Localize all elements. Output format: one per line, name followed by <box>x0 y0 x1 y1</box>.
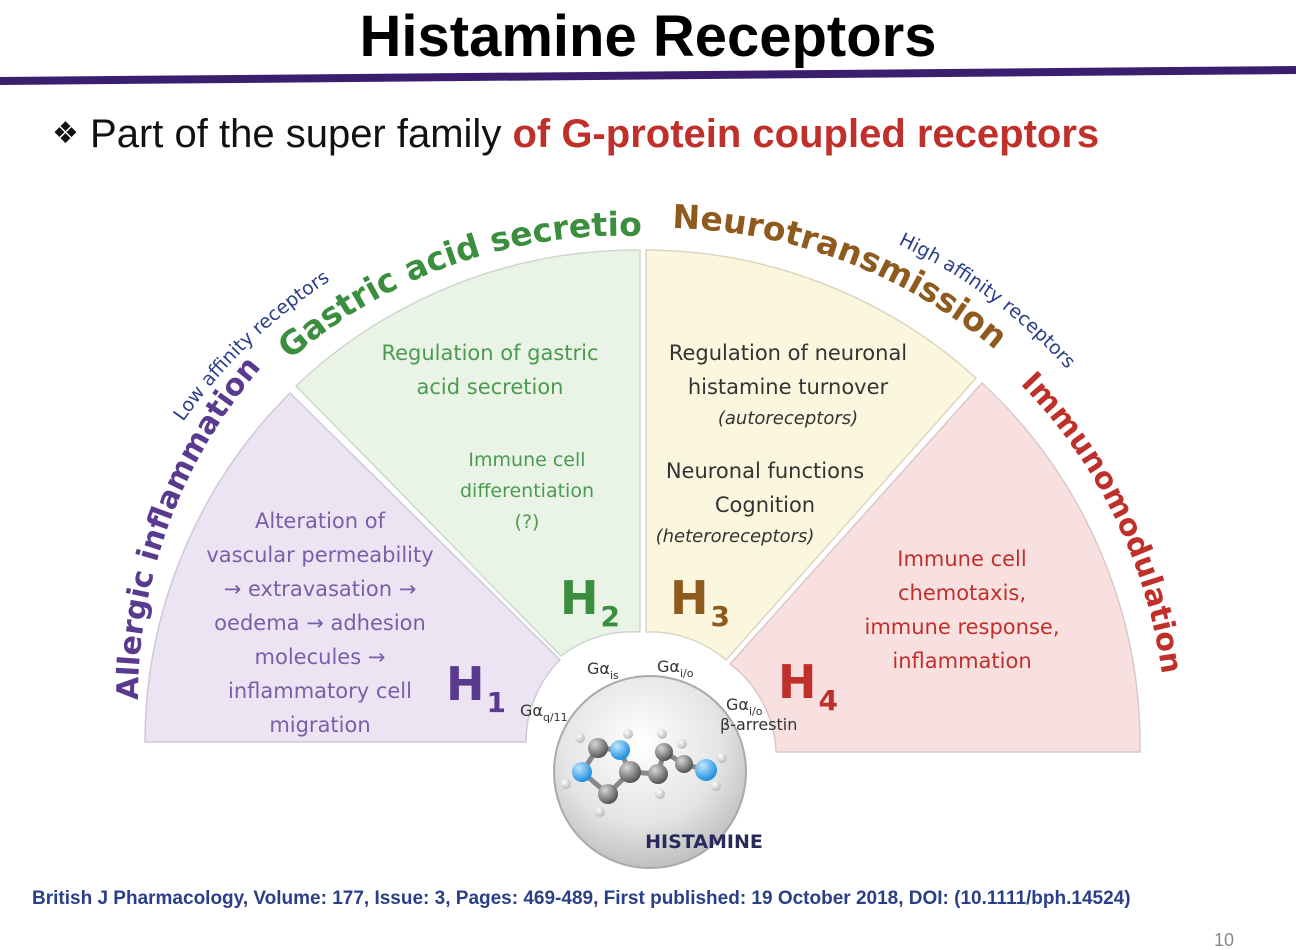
svg-text:Alteration of: Alteration of <box>255 509 386 533</box>
bullet-highlight: of G-protein coupled receptors <box>512 112 1100 156</box>
svg-text:molecules →: molecules → <box>255 645 386 669</box>
svg-text:oedema → adhesion: oedema → adhesion <box>214 611 426 635</box>
h1-gprotein: Gαq/11 <box>520 701 568 724</box>
title-divider <box>0 66 1296 85</box>
svg-text:(?): (?) <box>515 511 540 533</box>
h4-sector <box>728 381 1141 753</box>
gprotein-labels: Gαq/11 Gαis Gαi/o Gαi/o β-arrestin <box>520 657 797 734</box>
histamine-label: HISTAMINE <box>645 831 763 853</box>
h3-gprotein: Gαi/o <box>657 657 694 680</box>
h3-sector <box>645 249 978 662</box>
histamine-molecule-icon <box>561 729 727 817</box>
svg-text:Regulation of neuronal: Regulation of neuronal <box>669 341 907 365</box>
h2-sector <box>294 249 641 658</box>
svg-text:(heteroreceptors): (heteroreceptors) <box>656 526 815 547</box>
svg-text:histamine turnover: histamine turnover <box>688 375 889 399</box>
h4-receptor-label: H4 <box>778 655 838 717</box>
svg-text:migration: migration <box>269 713 370 737</box>
h2-secondary-text: Immune cell differentiation (?) <box>460 449 594 533</box>
svg-text:inflammation: inflammation <box>892 649 1031 673</box>
svg-text:inflammatory cell: inflammatory cell <box>228 679 412 703</box>
h2-gprotein: Gαis <box>587 659 619 682</box>
svg-text:Immune cell: Immune cell <box>468 449 585 471</box>
diamond-bullet-icon: ❖ <box>52 116 79 151</box>
svg-text:(autoreceptors): (autoreceptors) <box>718 408 858 429</box>
svg-text:immune response,: immune response, <box>864 615 1059 639</box>
h1-sector <box>144 391 562 743</box>
h3-secondary-text: Neuronal functions Cognition (heterorece… <box>656 459 865 547</box>
citation: British J Pharmacology, Volume: 177, Iss… <box>32 888 1131 909</box>
svg-text:Cognition: Cognition <box>715 493 815 517</box>
svg-text:→ extravasation →: → extravasation → <box>224 577 417 601</box>
h1-function-text: Alteration of vascular permeability → ex… <box>206 509 433 737</box>
svg-text:chemotaxis,: chemotaxis, <box>898 581 1026 605</box>
h3-function-text: Regulation of neuronal histamine turnove… <box>669 341 907 429</box>
svg-text:Neuronal functions: Neuronal functions <box>666 459 864 483</box>
h4-arrestin: β-arrestin <box>720 715 797 734</box>
h1-receptor-label: H1 <box>446 657 506 719</box>
h2-function-text: Regulation of gastric acid secretion <box>381 341 598 399</box>
page-number: 10 <box>1214 930 1235 950</box>
bullet-line: ❖ Part of the super family of G-protein … <box>52 110 1099 158</box>
svg-text:Regulation of gastric: Regulation of gastric <box>381 341 598 365</box>
svg-text:differentiation: differentiation <box>460 480 594 502</box>
h3-receptor-label: H3 <box>670 571 730 633</box>
page-title: Histamine Receptors <box>359 4 937 69</box>
h4-gprotein: Gαi/o <box>726 695 763 718</box>
svg-text:vascular permeability: vascular permeability <box>206 543 433 567</box>
h2-receptor-label: H2 <box>560 571 620 633</box>
svg-text:Immune cell: Immune cell <box>897 547 1026 571</box>
h4-function-text: Immune cell chemotaxis, immune response,… <box>864 547 1059 673</box>
bullet-text: Part of the super family <box>90 112 502 156</box>
svg-text:acid secretion: acid secretion <box>417 375 564 399</box>
